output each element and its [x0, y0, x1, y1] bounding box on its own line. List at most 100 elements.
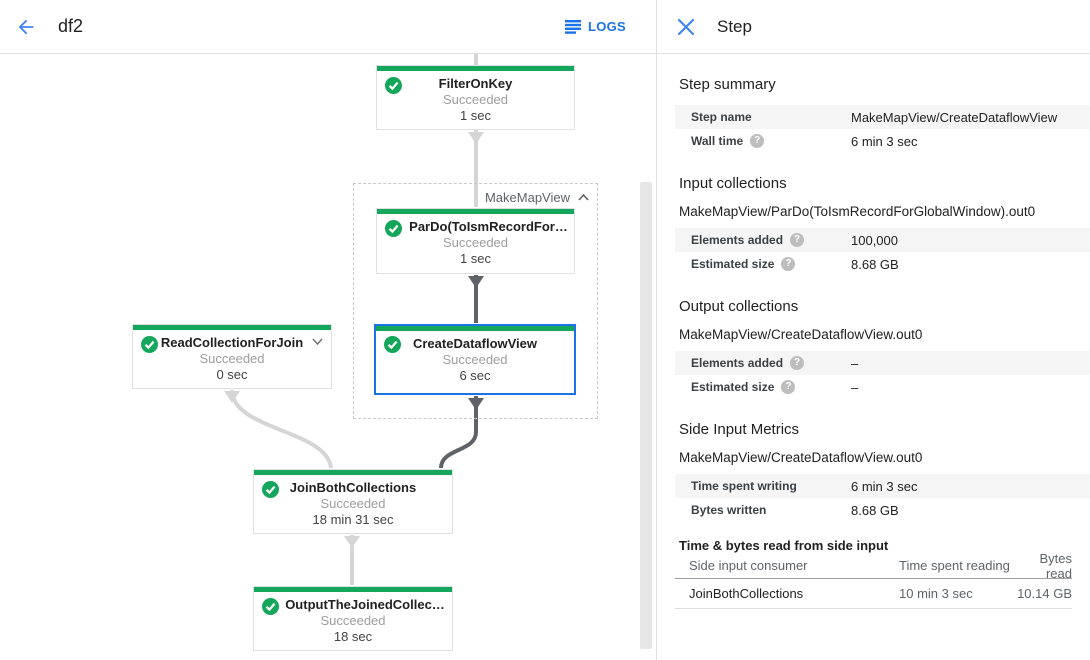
kv-label: Step name — [691, 110, 752, 124]
side-input-table: Side input consumer Time spent reading B… — [675, 550, 1072, 609]
node-status-bar — [376, 326, 574, 331]
graph-vertical-scrollbar[interactable] — [640, 182, 652, 649]
node-title: ReadCollectionForJoin — [160, 335, 304, 350]
node-pardo-toismrecord[interactable]: ParDo(ToIsmRecordFor… Succeeded 1 sec — [376, 208, 575, 274]
pipeline-canvas[interactable]: MakeMapView FilterOnKey Succeeded 1 sec — [0, 54, 656, 659]
node-status: Succeeded — [199, 351, 265, 366]
kv-row-step-name: Step name MakeMapView/CreateDataflowView — [675, 105, 1090, 129]
kv-label: Estimated size — [691, 380, 775, 394]
close-icon — [677, 18, 695, 35]
kv-value: 8.68 GB — [851, 502, 899, 518]
help-icon[interactable] — [781, 257, 796, 271]
group-makemapview-label: MakeMapView — [484, 190, 570, 205]
success-check-icon — [262, 598, 279, 615]
node-filteronkey[interactable]: FilterOnKey Succeeded 1 sec — [376, 65, 575, 130]
kv-label: Bytes written — [691, 503, 767, 517]
kv-label: Estimated size — [691, 257, 775, 271]
node-time: 18 min 31 sec — [312, 512, 394, 527]
kv-row-estimated-size: Estimated size – — [675, 375, 1090, 399]
kv-row-estimated-size: Estimated size 8.68 GB — [675, 252, 1090, 276]
cell-time-reading: 10 min 3 sec — [899, 586, 973, 601]
logs-list-icon — [564, 19, 581, 34]
node-status-bar — [254, 470, 452, 475]
help-icon[interactable] — [750, 134, 765, 148]
node-title: CreateDataflowView — [412, 336, 538, 351]
node-time: 0 sec — [216, 367, 248, 382]
node-joinbothcollections[interactable]: JoinBothCollections Succeeded 18 min 31 … — [253, 469, 453, 534]
pipeline-connectors — [224, 54, 484, 585]
side-input-collection-name: MakeMapView/CreateDataflowView.out0 — [679, 450, 923, 465]
node-status: Succeeded — [442, 352, 508, 367]
success-check-icon — [385, 77, 402, 94]
help-icon[interactable] — [781, 380, 796, 394]
chevron-up-icon — [578, 194, 589, 201]
kv-label: Elements added — [691, 233, 784, 247]
node-status: Succeeded — [320, 613, 386, 628]
node-time: 6 sec — [459, 368, 491, 383]
section-heading-step-summary: Step summary — [679, 76, 776, 93]
kv-value: – — [851, 379, 859, 395]
step-panel-body: Step summary Step name MakeMapView/Creat… — [657, 54, 1090, 660]
node-status-bar — [133, 325, 331, 330]
node-outputthejoinedcollection[interactable]: OutputTheJoinedCollec… Succeeded 18 sec — [253, 586, 453, 651]
back-button[interactable] — [12, 13, 40, 41]
column-header-time-reading: Time spent reading — [899, 558, 1010, 573]
logs-button-label: LOGS — [587, 19, 626, 34]
node-title: OutputTheJoinedCollec… — [285, 597, 445, 612]
help-icon[interactable] — [790, 356, 805, 370]
kv-row-time-spent-writing: Time spent writing 6 min 3 sec — [675, 474, 1090, 498]
kv-label: Wall time — [691, 134, 744, 148]
kv-row-bytes-written: Bytes written 8.68 GB — [675, 498, 1090, 522]
job-title: df2 — [58, 16, 84, 36]
logs-button[interactable]: LOGS — [564, 19, 626, 34]
help-icon[interactable] — [790, 233, 805, 247]
panel-title: Step — [717, 16, 752, 36]
node-title: FilterOnKey — [438, 76, 513, 91]
output-collections-rows: Elements added – Estimated size – — [675, 351, 1090, 399]
kv-row-elements-added: Elements added 100,000 — [675, 228, 1090, 252]
success-check-icon — [141, 336, 158, 353]
kv-value: 100,000 — [851, 232, 898, 248]
group-makemapview-toggle[interactable]: MakeMapView — [485, 190, 589, 205]
cell-consumer: JoinBothCollections — [689, 586, 804, 601]
kv-value: 6 min 3 sec — [851, 133, 918, 149]
kv-value: – — [851, 355, 859, 371]
kv-label: Elements added — [691, 356, 784, 370]
success-check-icon — [384, 336, 401, 353]
table-row-joinbothcollections: JoinBothCollections 10 min 3 sec 10.14 G… — [675, 579, 1072, 609]
node-time: 1 sec — [459, 108, 492, 123]
step-details-panel: Step Step summary Step name MakeMapView/… — [656, 0, 1090, 660]
column-header-bytes-read: Bytes read — [1039, 550, 1072, 581]
side-input-metrics-rows: Time spent writing 6 min 3 sec Bytes wri… — [675, 474, 1090, 522]
kv-value: 6 min 3 sec — [851, 478, 918, 494]
arrow-left-icon — [18, 19, 34, 34]
output-collection-name: MakeMapView/CreateDataflowView.out0 — [679, 327, 923, 342]
success-check-icon — [385, 220, 402, 237]
side-input-table-heading: Time & bytes read from side input — [679, 538, 889, 553]
step-panel-header: Step — [657, 0, 1090, 54]
kv-value: MakeMapView/CreateDataflowView — [851, 109, 1058, 125]
kv-row-elements-added: Elements added – — [675, 351, 1090, 375]
section-heading-input-collections: Input collections — [679, 175, 787, 192]
node-status-bar — [377, 66, 574, 71]
node-time: 18 sec — [333, 629, 373, 644]
node-status: Succeeded — [442, 235, 509, 250]
node-readcollectionforjoin[interactable]: ReadCollectionForJoin Succeeded 0 sec — [132, 324, 332, 389]
kv-label: Time spent writing — [691, 479, 797, 493]
side-input-table-header: Side input consumer Time spent reading B… — [675, 550, 1072, 581]
chevron-down-icon[interactable] — [312, 338, 323, 345]
node-createdataflowview[interactable]: CreateDataflowView Succeeded 6 sec — [374, 324, 576, 395]
input-collection-name: MakeMapView/ParDo(ToIsmRecordForGlobalWi… — [679, 204, 1036, 219]
input-collections-rows: Elements added 100,000 Estimated size 8.… — [675, 228, 1090, 276]
close-panel-button[interactable] — [675, 16, 697, 38]
node-status: Succeeded — [320, 496, 386, 511]
node-status-bar — [254, 587, 452, 592]
step-summary-rows: Step name MakeMapView/CreateDataflowView… — [675, 105, 1090, 153]
graph-header: df2 LOGS — [0, 0, 656, 54]
node-status: Succeeded — [442, 92, 509, 107]
graph-pane: df2 LOGS — [0, 0, 656, 659]
kv-value: 8.68 GB — [851, 256, 899, 272]
node-title: ParDo(ToIsmRecordFor… — [409, 219, 568, 234]
column-header-consumer: Side input consumer — [689, 558, 808, 573]
